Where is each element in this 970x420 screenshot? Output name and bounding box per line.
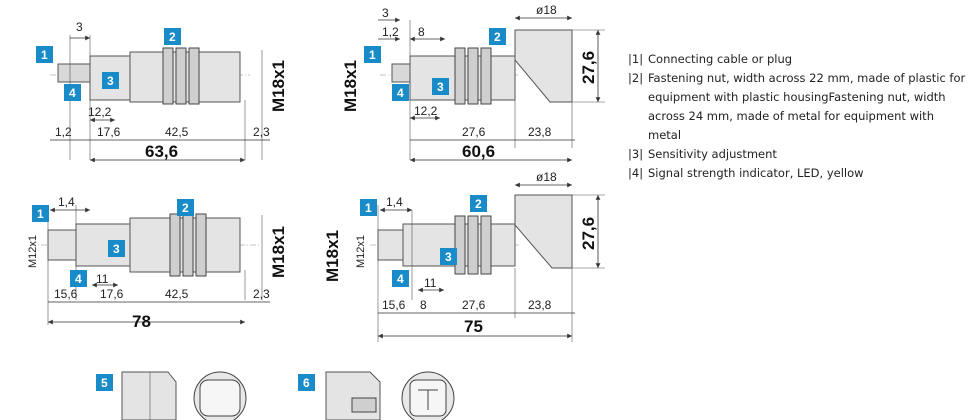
v1-dim-bottom-0: 1,2 [55, 125, 72, 139]
view-4-angled-plug: 1,4 ø18 27,6 11 15,6 8 27,6 23,8 75 M12x… [323, 170, 605, 342]
v3-thread: M18x1 [269, 226, 288, 278]
v3-total: 78 [132, 312, 151, 331]
v3-badge-1: 1 [37, 207, 44, 221]
v2-dim-bottom-1: 23,8 [528, 125, 552, 139]
v2-dim-top-3: ø18 [536, 3, 557, 17]
view-5-detail: 5 [96, 371, 247, 420]
v6-badge: 6 [303, 376, 310, 390]
v2-dim-top-0: 3 [382, 6, 389, 20]
v1-badge-3: 3 [107, 74, 114, 88]
v4-dim-top-1: ø18 [536, 170, 557, 184]
v4-dim-bottom-0: 15,6 [382, 298, 406, 312]
v3-badge-2: 2 [182, 201, 189, 215]
v1-dim-bottom-1: 17,6 [97, 125, 121, 139]
v4-height: 27,6 [579, 217, 598, 250]
v1-dim-bottom-3: 2,3 [253, 125, 270, 139]
legend-num-4: |4| [628, 166, 644, 180]
legend-item-1: |1| Connecting cable or plug [628, 50, 968, 69]
view-3-straight-plug: 1,4 11 15,6 17,6 42,5 2,3 78 M12x1 M18x1… [27, 195, 288, 331]
v1-dim-mid-0: 12,2 [88, 105, 112, 119]
v3-dim-bottom-2: 42,5 [165, 287, 189, 301]
v3-badge-4: 4 [75, 272, 82, 286]
view-2-angled-cable: 3 1,2 8 ø18 27,6 12,2 27,6 23,8 60,6 M18… [341, 3, 605, 163]
v4-dim-top-0: 1,4 [386, 195, 403, 209]
v2-badge-3: 3 [437, 80, 444, 94]
v2-dim-mid-0: 12,2 [414, 104, 438, 118]
v3-dim-top-0: 1,4 [58, 195, 75, 209]
legend-text-3: Sensitivity adjustment [648, 147, 777, 161]
v2-badge-1: 1 [369, 48, 376, 62]
v2-dim-bottom-0: 27,6 [462, 125, 486, 139]
v3-dim-bottom-1: 17,6 [100, 287, 124, 301]
v4-plug-thread: M12x1 [355, 235, 367, 268]
v3-badge-3: 3 [113, 242, 120, 256]
view-6-detail: 6 [298, 371, 455, 420]
v4-badge-3: 3 [445, 250, 452, 264]
dimension-drawing: 3 12,2 1,2 17,6 42,5 2,3 63,6 M18x1 1 2 … [27, 3, 605, 420]
v4-badge-1: 1 [365, 201, 372, 215]
v2-badge-4: 4 [397, 86, 404, 100]
legend-text-2: Fastening nut, width across 22 mm, made … [648, 71, 966, 142]
v2-badge-2: 2 [494, 30, 501, 44]
v3-dim-bottom-3: 2,3 [253, 287, 270, 301]
v3-dim-mid-0: 11 [96, 272, 109, 286]
legend-num-3: |3| [628, 147, 644, 161]
v4-thread: M18x1 [323, 230, 342, 282]
legend-text-4: Signal strength indicator, LED, yellow [648, 166, 864, 180]
legend-num-2: |2| [628, 71, 644, 85]
v4-dim-bottom-1: 8 [420, 298, 427, 312]
v2-thread: M18x1 [341, 60, 360, 112]
legend-num-1: |1| [628, 52, 644, 66]
legend-item-2: |2| Fastening nut, width across 22 mm, ma… [628, 69, 968, 145]
v1-dim-top-0: 3 [76, 20, 83, 34]
v1-total: 63,6 [145, 142, 178, 161]
v2-dim-top-1: 1,2 [382, 25, 399, 39]
v1-dim-bottom-2: 42,5 [165, 125, 189, 139]
legend-item-3: |3| Sensitivity adjustment [628, 145, 968, 164]
v1-badge-1: 1 [41, 48, 48, 62]
v2-dim-top-2: 8 [418, 25, 425, 39]
v2-total: 60,6 [462, 142, 495, 161]
legend: |1| Connecting cable or plug |2| Fastening… [628, 50, 968, 183]
v2-height: 27,6 [579, 51, 598, 84]
v4-dim-bottom-2: 27,6 [462, 298, 486, 312]
v1-thread: M18x1 [269, 60, 288, 112]
v4-total: 75 [464, 317, 483, 336]
v3-dim-bottom-0: 15,6 [54, 287, 78, 301]
v4-dim-bottom-3: 23,8 [528, 298, 552, 312]
v1-badge-4: 4 [69, 86, 76, 100]
legend-item-4: |4| Signal strength indicator, LED, yello… [628, 164, 968, 183]
v3-plug-thread: M12x1 [27, 235, 39, 268]
v1-badge-2: 2 [169, 30, 176, 44]
v4-badge-2: 2 [475, 197, 482, 211]
v5-badge: 5 [101, 376, 108, 390]
v4-badge-4: 4 [397, 272, 404, 286]
view-1-straight-cable: 3 12,2 1,2 17,6 42,5 2,3 63,6 M18x1 1 2 … [36, 20, 288, 163]
v4-dim-mid-0: 11 [424, 276, 437, 290]
legend-text-1: Connecting cable or plug [648, 52, 793, 66]
